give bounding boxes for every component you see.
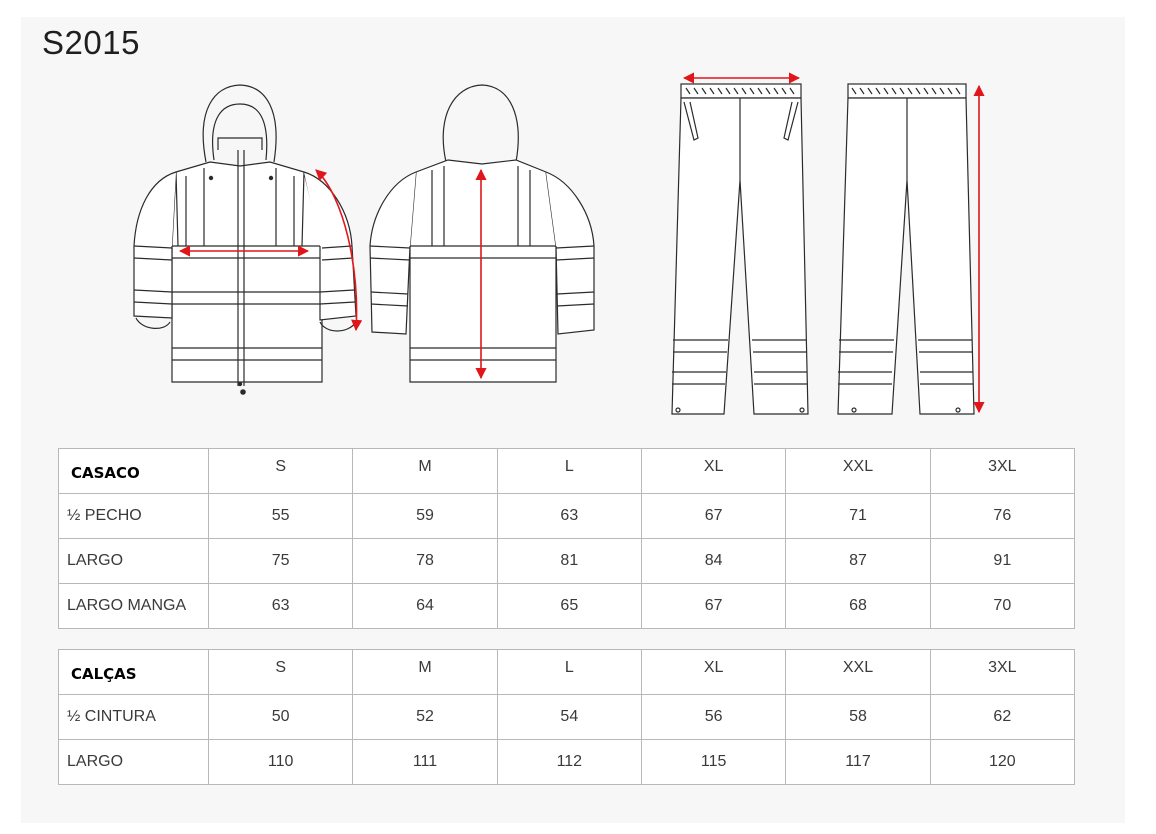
row-label: LARGO MANGA (58, 583, 209, 629)
table-cell: 68 (785, 583, 931, 629)
table-cell: 50 (207, 694, 354, 740)
jacket-table-title: CASACO (58, 448, 209, 494)
sleeve-length-arrow (315, 169, 363, 332)
table-cell: 91 (929, 538, 1076, 584)
table-row: ½ CINTURA 50 52 54 56 58 62 (58, 694, 1076, 740)
table-row: ½ PECHO 55 59 63 67 71 76 (58, 493, 1076, 539)
table-cell: 63 (207, 583, 354, 629)
table-cell: 65 (496, 583, 642, 629)
size-header: M (352, 649, 498, 695)
table-cell: 58 (785, 694, 931, 740)
size-header: S (207, 448, 354, 494)
size-header: L (496, 649, 642, 695)
table-cell: 112 (496, 739, 642, 785)
table-cell: 70 (929, 583, 1076, 629)
table-cell: 110 (207, 739, 354, 785)
table-cell: 71 (785, 493, 931, 539)
table-cell: 75 (207, 538, 354, 584)
table-cell: 67 (640, 583, 787, 629)
pants-size-table: CALÇAS S M L XL XXL 3XL ½ CINTURA 50 52 … (58, 649, 1076, 785)
size-header: XXL (785, 448, 931, 494)
table-cell: 81 (496, 538, 642, 584)
size-header: M (352, 448, 498, 494)
table-cell: 120 (929, 739, 1076, 785)
table-cell: 55 (207, 493, 354, 539)
size-header: L (496, 448, 642, 494)
table-cell: 87 (785, 538, 931, 584)
jacket-size-table: CASACO S M L XL XXL 3XL ½ PECHO 55 59 63… (58, 448, 1076, 629)
table-cell: 62 (929, 694, 1076, 740)
table-cell: 117 (785, 739, 931, 785)
pants-header-row: CALÇAS S M L XL XXL 3XL (58, 649, 1076, 695)
table-row: LARGO 75 78 81 84 87 91 (58, 538, 1076, 584)
size-header: S (207, 649, 354, 695)
row-label: LARGO (58, 739, 209, 785)
size-header: XXL (785, 649, 931, 695)
table-cell: 56 (640, 694, 787, 740)
pants-table-title: CALÇAS (58, 649, 209, 695)
table-row: LARGO MANGA 63 64 65 67 68 70 (58, 583, 1076, 629)
table-cell: 54 (496, 694, 642, 740)
size-header: XL (640, 448, 787, 494)
jacket-back-drawing (369, 84, 595, 383)
table-cell: 115 (640, 739, 787, 785)
table-cell: 59 (352, 493, 498, 539)
table-cell: 52 (352, 694, 498, 740)
row-label: ½ PECHO (58, 493, 209, 539)
size-header: XL (640, 649, 787, 695)
table-cell: 111 (352, 739, 498, 785)
row-label: ½ CINTURA (58, 694, 209, 740)
pants-front-drawing (671, 83, 809, 415)
table-row: LARGO 110 111 112 115 117 120 (58, 739, 1076, 785)
model-title: S2015 (42, 24, 140, 61)
size-header: 3XL (929, 649, 1076, 695)
table-cell: 84 (640, 538, 787, 584)
jacket-header-row: CASACO S M L XL XXL 3XL (58, 448, 1076, 494)
table-cell: 63 (496, 493, 642, 539)
pants-back-drawing (837, 83, 975, 415)
garment-illustrations (133, 72, 985, 415)
table-cell: 67 (640, 493, 787, 539)
row-label: LARGO (58, 538, 209, 584)
table-cell: 78 (352, 538, 498, 584)
table-cell: 76 (929, 493, 1076, 539)
table-cell: 64 (352, 583, 498, 629)
size-header: 3XL (929, 448, 1076, 494)
jacket-front-drawing (133, 84, 357, 395)
